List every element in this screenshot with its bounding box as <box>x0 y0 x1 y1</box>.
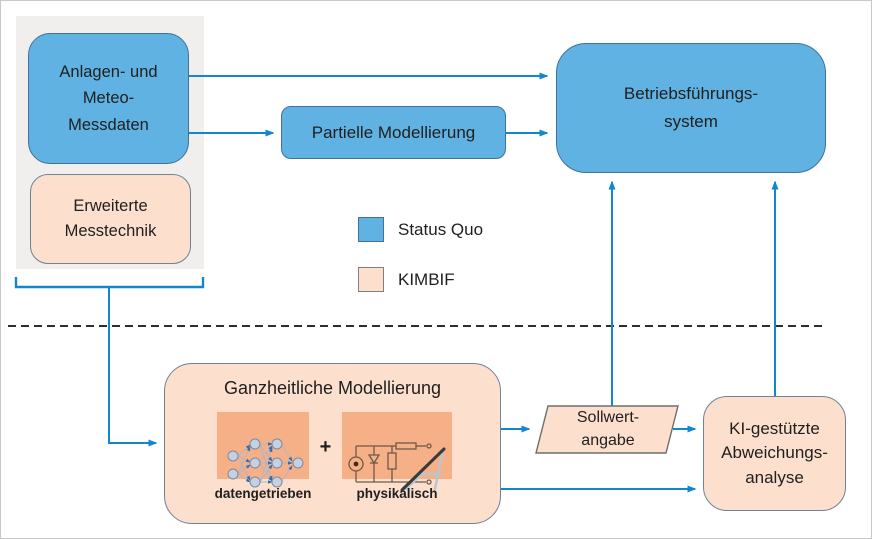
node-ki-abweichungsanalyse: KI-gestützte Abweichungs- analyse <box>703 396 846 511</box>
node-partielle-modellierung: Partielle Modellierung <box>281 106 506 159</box>
legend-item-status-quo: Status Quo <box>358 217 483 242</box>
node-betriebsfuehrungssystem: Betriebsführungs- system <box>556 43 826 173</box>
label-datengetrieben: datengetrieben <box>214 486 312 501</box>
legend-label-kimbif: KIMBIF <box>398 269 455 289</box>
node-messdaten-label: Anlagen- und Meteo- Messdaten <box>59 62 158 134</box>
legend-swatch-kimbif <box>358 267 384 292</box>
node-ganzheitliche-modellierung: Ganzheitliche Modellierung <box>164 363 501 524</box>
node-sollwert-label: Sollwert- angabe <box>576 409 640 449</box>
legend-swatch-status-quo <box>358 217 384 242</box>
ganzheitlich-title: Ganzheitliche Modellierung <box>223 378 442 398</box>
legend-label-status-quo: Status Quo <box>398 219 484 239</box>
node-messdaten: Anlagen- und Meteo- Messdaten <box>28 33 189 164</box>
node-sollwertangabe: Sollwert- angabe <box>542 406 674 453</box>
input-group-bracket <box>14 277 205 289</box>
node-messtechnik-label: Erweiterte Messtechnik <box>64 197 157 240</box>
node-partielle-label: Partielle Modellierung <box>311 122 476 142</box>
pv-circuit-icon <box>342 412 452 492</box>
legend-item-kimbif: KIMBIF <box>358 267 455 292</box>
arrow-bracket-to-ganzheitlich <box>108 287 158 447</box>
node-betriebs-label: Betriebsführungs- system <box>623 83 759 131</box>
label-physikalisch: physikalisch <box>356 486 438 501</box>
plus-sign: + <box>319 435 332 458</box>
node-messtechnik: Erweiterte Messtechnik <box>30 174 191 264</box>
node-ki-label: KI-gestützte Abweichungs- analyse <box>721 418 828 487</box>
solar-panel-icon <box>400 447 446 492</box>
neural-network-icon <box>217 412 309 488</box>
